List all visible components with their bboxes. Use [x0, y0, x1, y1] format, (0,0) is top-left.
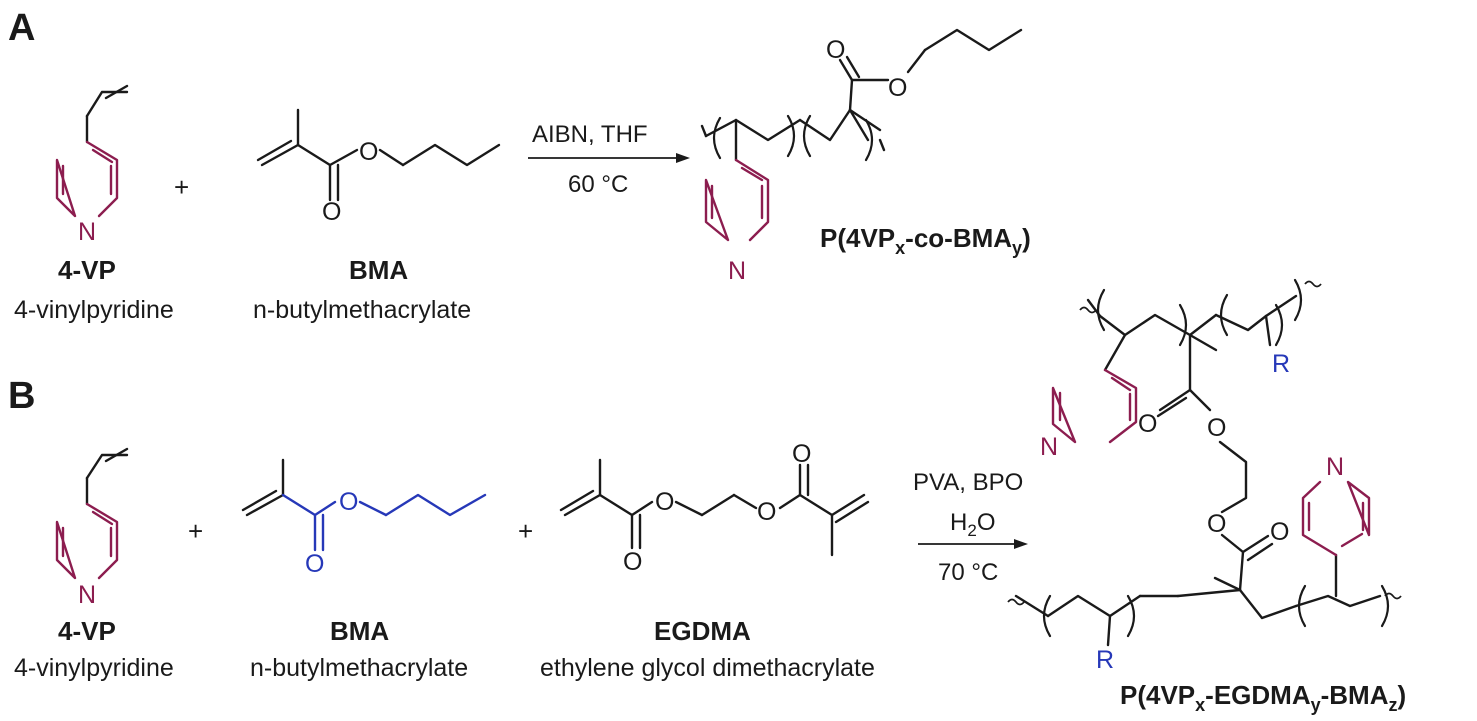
oxygen-atom: O [792, 440, 811, 468]
conditions-top-a: AIBN, THF [532, 121, 648, 148]
reaction-arrow-b [918, 539, 1028, 549]
vp-abbr-b: 4-VP [58, 616, 116, 646]
vinylpyridine-structure-a: N [55, 84, 129, 246]
conditions-bottom-b: 70 °C [938, 559, 998, 586]
vinylpyridine-structure-b: N [55, 447, 129, 609]
product-a-formula: P(4VPx-co-BMAy) [820, 223, 1031, 258]
nitrogen-atom: N [728, 257, 746, 285]
product-b-formula: P(4VPx-EGDMAy-BMAz) [1120, 680, 1406, 715]
nitrogen-atom: N [78, 218, 96, 246]
panel-label-b: B [8, 375, 35, 417]
r-group-atom: R [1096, 646, 1114, 674]
copolymer-structure-a: N O O [700, 28, 1023, 285]
bma-abbr-a: BMA [349, 255, 408, 285]
egdma-structure: O O O O [559, 440, 870, 576]
oxygen-atom: O [757, 498, 776, 526]
oxygen-atom: O [655, 488, 674, 516]
nitrogen-atom: N [1326, 453, 1344, 481]
oxygen-atom: O [1207, 510, 1226, 538]
r-group-atom: R [1272, 350, 1290, 378]
vp-abbr-a: 4-VP [58, 255, 116, 285]
bma-structure-b: O O [241, 458, 487, 578]
oxygen-atom: O [1138, 410, 1157, 438]
vp-name-a: 4-vinylpyridine [14, 296, 174, 324]
reaction-arrow-a [528, 153, 690, 163]
bma-name-b: n-butylmethacrylate [250, 654, 468, 682]
nitrogen-atom: N [78, 581, 96, 609]
panel-label-a: A [8, 7, 35, 49]
vp-name-b: 4-vinylpyridine [14, 654, 174, 682]
oxygen-atom: O [826, 36, 845, 64]
oxygen-atom: O [623, 548, 642, 576]
plus-sign-b2: + [518, 516, 533, 546]
crosslinked-network-structure: R N O O O O R [1007, 278, 1402, 674]
egdma-abbr: EGDMA [654, 616, 751, 646]
conditions-top-b: PVA, BPO [913, 469, 1023, 496]
oxygen-atom: O [305, 550, 324, 578]
plus-sign-b1: + [188, 516, 203, 546]
oxygen-atom: O [888, 74, 907, 102]
oxygen-atom: O [1207, 414, 1226, 442]
oxygen-atom: O [339, 488, 358, 516]
conditions-bottom-a: 60 °C [568, 171, 628, 198]
egdma-name: ethylene glycol dimethacrylate [540, 654, 875, 682]
oxygen-atom: O [1270, 518, 1289, 546]
bma-structure-a: O O [256, 108, 501, 226]
nitrogen-atom: N [1040, 433, 1058, 461]
oxygen-atom: O [359, 138, 378, 166]
plus-sign-a: + [174, 172, 189, 202]
bma-name-a: n-butylmethacrylate [253, 296, 471, 324]
conditions-mid-b: H2O [950, 509, 995, 540]
oxygen-atom: O [322, 198, 341, 226]
bma-abbr-b: BMA [330, 616, 389, 646]
